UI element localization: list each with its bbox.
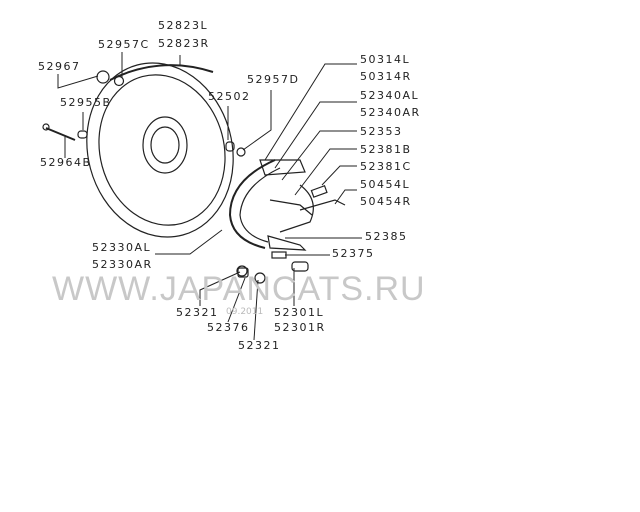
nut-52967 xyxy=(96,70,110,84)
part-label-52823l[interactable]: 52823L xyxy=(158,19,209,32)
washer-52957c xyxy=(113,75,125,87)
part-label-50314l[interactable]: 50314L xyxy=(360,53,411,66)
boot xyxy=(236,265,248,277)
part-label-52967[interactable]: 52967 xyxy=(38,60,81,73)
part-label-50454l[interactable]: 50454L xyxy=(360,178,411,191)
backing-plate xyxy=(86,62,234,238)
part-label-52957d[interactable]: 52957D xyxy=(247,73,300,86)
part-label-52381c[interactable]: 52381C xyxy=(360,160,412,173)
part-label-52330al[interactable]: 52330AL xyxy=(92,241,152,254)
part-label-52353[interactable]: 52353 xyxy=(360,125,403,138)
part-label-52301r[interactable]: 52301R xyxy=(274,321,326,334)
grommet-52502 xyxy=(225,141,235,152)
part-label-50314r[interactable]: 50314R xyxy=(360,70,412,83)
part-label-52823r[interactable]: 52823R xyxy=(158,37,210,50)
part-label-52375[interactable]: 52375 xyxy=(332,247,375,260)
part-label-52502[interactable]: 52502 xyxy=(208,90,251,103)
wheel-cylinder xyxy=(291,261,309,272)
part-label-52301l[interactable]: 52301L xyxy=(274,306,325,319)
part-label-52955b[interactable]: 52955B xyxy=(60,96,112,109)
part-label-52964b[interactable]: 52964B xyxy=(40,156,92,169)
part-label-50454r[interactable]: 50454R xyxy=(360,195,412,208)
watermark: WWW.JAPANCATS.RU xyxy=(52,270,426,308)
leader-lines xyxy=(57,52,362,341)
part-label-52340al[interactable]: 52340AL xyxy=(360,89,420,102)
part-label-52381b[interactable]: 52381B xyxy=(360,143,412,156)
part-label-52385[interactable]: 52385 xyxy=(365,230,408,243)
part-label-52957c[interactable]: 52957C xyxy=(98,38,150,51)
part-label-52321-left[interactable]: 52321 xyxy=(176,306,219,319)
plug-52955b xyxy=(77,130,88,139)
part-label-52340ar[interactable]: 52340AR xyxy=(360,106,421,119)
part-label-52376[interactable]: 52376 xyxy=(207,321,250,334)
part-label-52330ar[interactable]: 52330AR xyxy=(92,258,153,271)
date-stamp: 09.2011 xyxy=(226,307,264,317)
bolt-52964b xyxy=(45,127,76,141)
part-label-52321-bottom[interactable]: 52321 xyxy=(238,339,281,352)
brake-shoes xyxy=(228,159,346,272)
